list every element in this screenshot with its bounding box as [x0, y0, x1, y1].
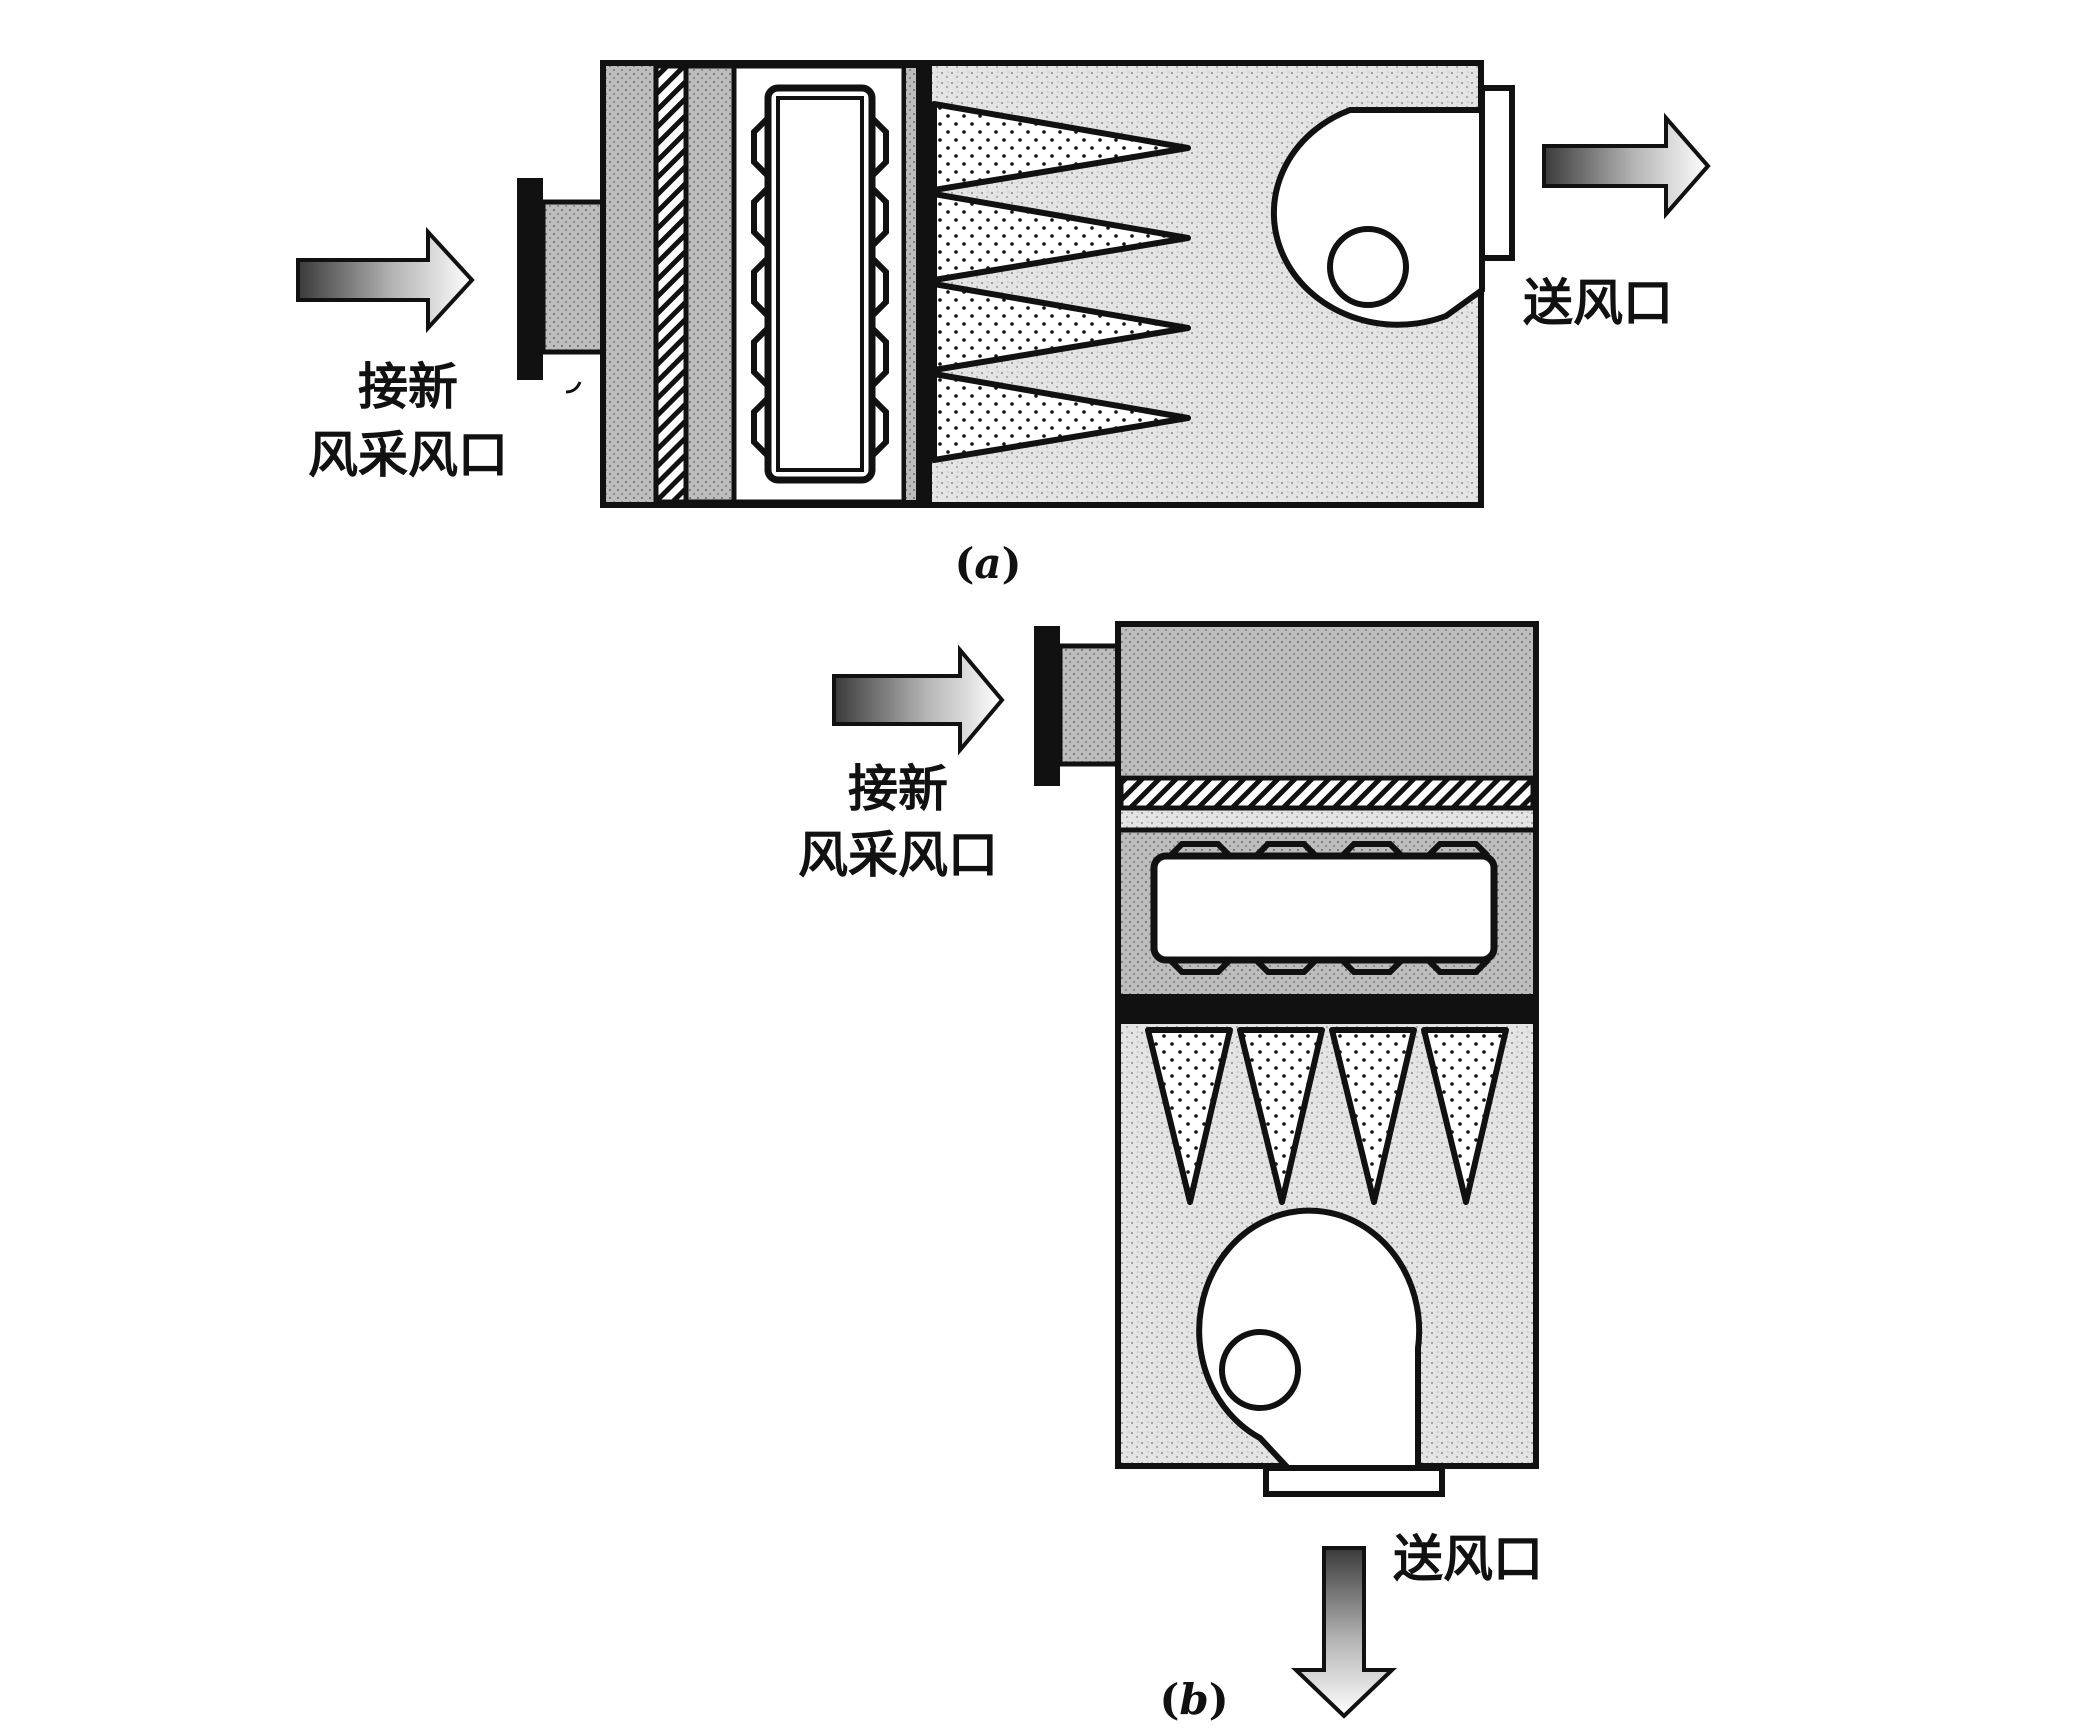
caption-a-close: )	[1002, 539, 1022, 588]
inlet-label-a-line2: 风采风口	[308, 426, 508, 484]
inlet-label-a-line1: 接新	[358, 358, 458, 416]
inlet-label-b-line2: 风采风口	[798, 826, 998, 884]
fan-impeller-b	[1219, 1329, 1301, 1411]
inlet-flange-b	[1034, 626, 1060, 786]
caption-a-open: (	[955, 539, 975, 588]
inlet-wire-a	[565, 381, 582, 394]
outlet-arrow-a	[1542, 112, 1711, 220]
caption-b: (b)	[1159, 1675, 1228, 1724]
inlet-flange-a	[517, 178, 543, 380]
caption-b-close: )	[1209, 1675, 1229, 1724]
inlet-collar-b	[1057, 643, 1121, 767]
caption-a-letter: a	[974, 539, 1001, 588]
divider-a	[902, 64, 920, 504]
inlet-arrow-b	[832, 644, 1005, 756]
outlet-flange-b	[1263, 1465, 1445, 1497]
coarse-filter-b	[1118, 775, 1536, 811]
inlet-arrow-a	[296, 226, 475, 334]
diagram-a: 接新 风采风口 送风口 (a)	[296, 60, 1711, 588]
supply-fan-b	[1196, 1207, 1423, 1471]
caption-b-letter: b	[1179, 1675, 1208, 1724]
outlet-label-a: 送风口	[1523, 274, 1673, 332]
outlet-arrow-b	[1291, 1546, 1397, 1719]
inlet-plenum-a	[606, 66, 656, 502]
bag-filters-a	[931, 101, 1191, 463]
inlet-label-b-line1: 接新	[848, 760, 948, 818]
divider-b	[1121, 994, 1533, 1024]
outlet-flange-a	[1479, 85, 1515, 261]
inlet-collar-a	[540, 199, 606, 355]
inlet-plenum-b	[1121, 627, 1533, 775]
filter-gap-a	[683, 63, 737, 505]
outlet-label-b: 送风口	[1393, 1530, 1543, 1588]
coarse-filter-a	[653, 63, 689, 505]
heat-exchange-coil-b	[1150, 841, 1498, 975]
fan-impeller-a	[1327, 226, 1409, 308]
caption-a: (a)	[955, 539, 1022, 588]
caption-b-open: (	[1159, 1675, 1179, 1724]
heat-exchange-coil-a	[751, 84, 889, 484]
bag-filters-b	[1145, 1027, 1509, 1205]
diagram-b: 接新 风采风口 送风口 (b)	[798, 621, 1543, 1724]
supply-fan-a	[1270, 107, 1485, 328]
